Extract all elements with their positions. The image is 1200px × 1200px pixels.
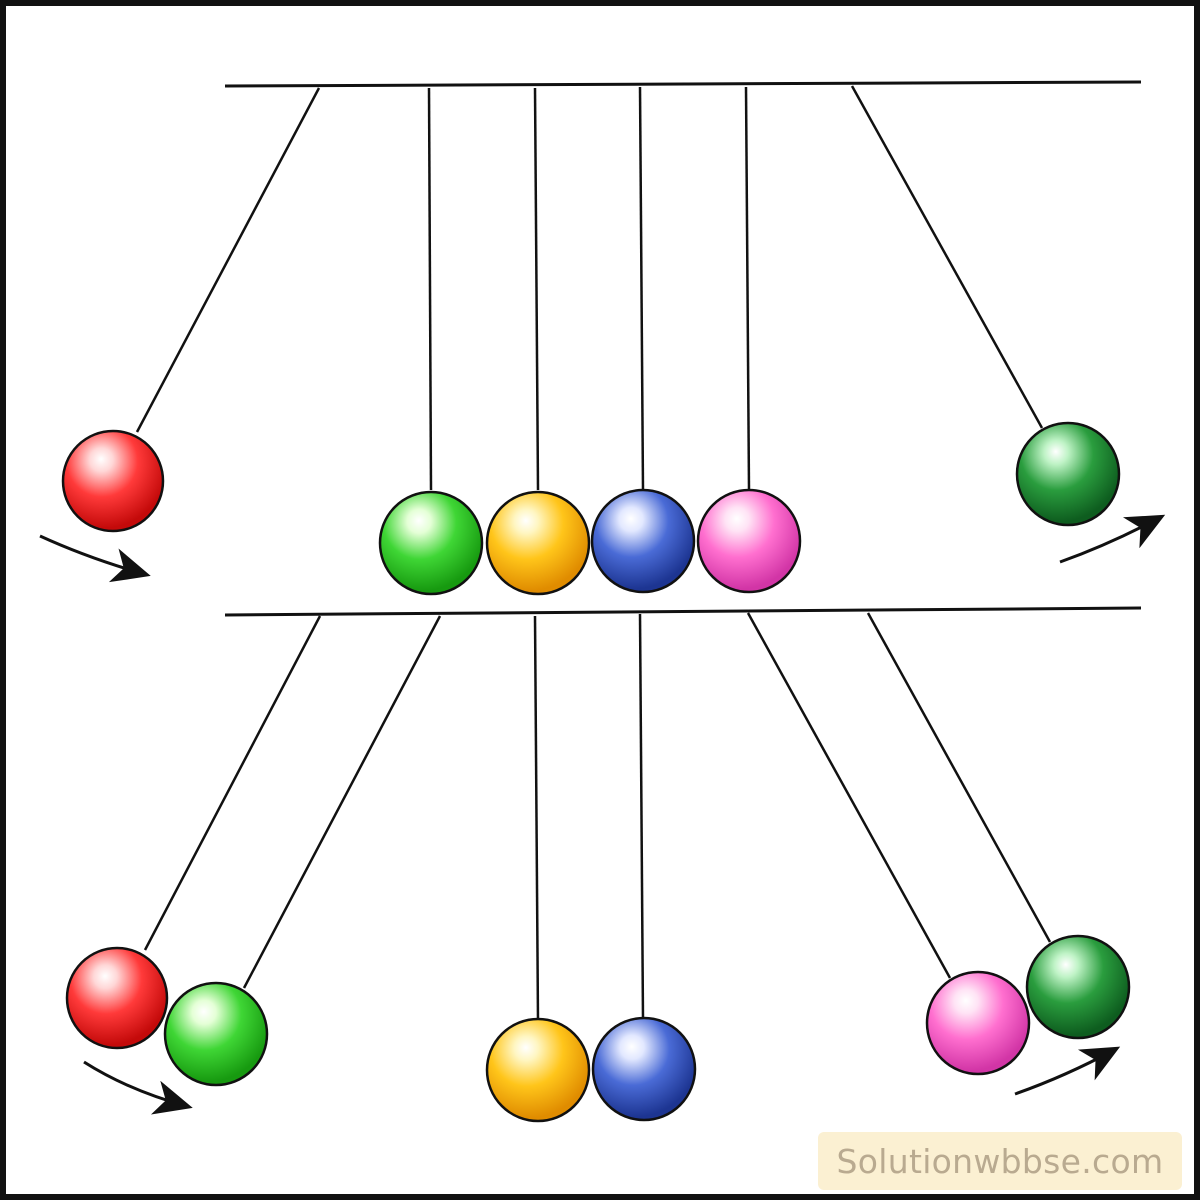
bottom-ball-yellow	[485, 1017, 591, 1123]
bottom-string-blue	[638, 613, 645, 1021]
top-left-arrow	[39, 534, 151, 583]
bottom-ball-red	[65, 946, 169, 1050]
bottom-cradle	[65, 606, 1142, 1123]
top-ball-blue	[590, 488, 696, 594]
bottom-string-green	[242, 615, 442, 989]
bottom-right-arrow	[1014, 1046, 1121, 1096]
top-string-green	[427, 87, 433, 491]
watermark-logo: Solutionwbbse.com	[818, 1132, 1182, 1190]
bottom-string-red	[143, 615, 322, 951]
bottom-ball-green	[163, 981, 269, 1087]
bottom-string-yellow	[533, 615, 540, 1023]
top-string-red	[135, 87, 321, 433]
top-string-yellow	[533, 87, 540, 491]
bottom-string-pink	[746, 612, 952, 979]
top-ball-red	[61, 429, 165, 533]
top-ball-yellow	[485, 490, 591, 596]
bottom-ball-blue	[591, 1016, 697, 1122]
top-ball-pink	[696, 488, 802, 594]
top-string-dkgreen	[850, 85, 1044, 429]
top-support-bar	[224, 80, 1142, 88]
top-string-pink	[744, 86, 751, 491]
top-string-blue	[638, 86, 645, 491]
bottom-support-bar	[224, 606, 1142, 617]
top-right-arrow	[1059, 514, 1166, 564]
bottom-ball-pink	[925, 970, 1031, 1076]
top-cradle	[39, 80, 1166, 596]
top-ball-green	[378, 490, 484, 596]
bottom-left-arrow	[83, 1060, 193, 1115]
bottom-string-dkgreen	[866, 612, 1052, 943]
top-ball-dkgreen	[1015, 421, 1121, 527]
bottom-ball-dkgreen	[1025, 934, 1131, 1040]
